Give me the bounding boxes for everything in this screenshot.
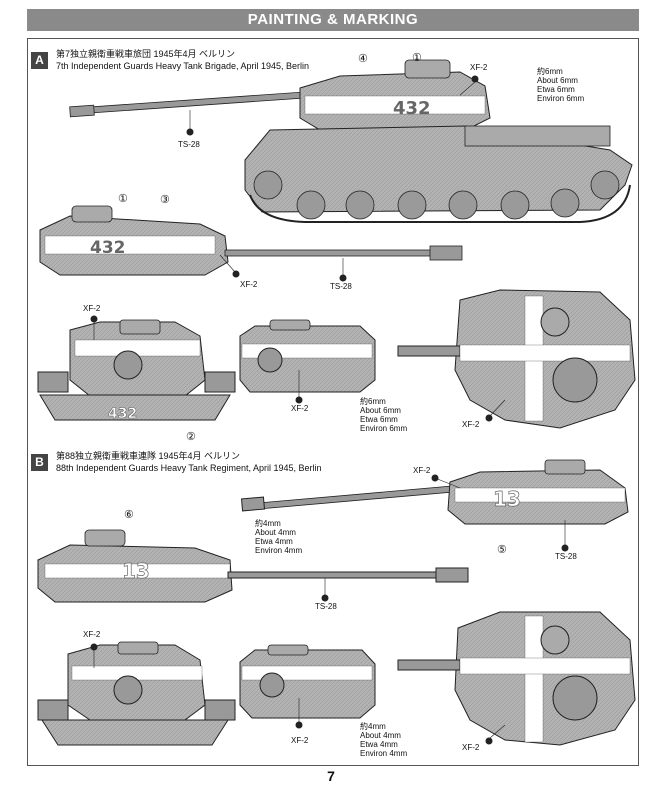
dimension-etwa: Etwa 4mm bbox=[255, 537, 293, 546]
callout-number: ① bbox=[412, 52, 422, 64]
paint-label-ts28: TS-28 bbox=[330, 282, 352, 291]
tank-a-top-view bbox=[397, 289, 636, 429]
section-a-caption-jp: 第7独立親衛重戦車旅団 1945年4月 ベルリン bbox=[56, 49, 236, 59]
paint-label-xf2: XF-2 bbox=[240, 280, 258, 289]
page-header: PAINTING & MARKING bbox=[27, 9, 639, 31]
tank-a-front-view bbox=[37, 319, 236, 421]
dimension-environ: Environ 4mm bbox=[255, 546, 303, 555]
tank-a-number-side: 432 bbox=[393, 98, 431, 119]
tank-a-number-left: 432 bbox=[90, 238, 126, 258]
callout-number: ③ bbox=[160, 194, 170, 206]
dimension-about: About 4mm bbox=[255, 528, 296, 537]
callout-number: ④ bbox=[358, 53, 368, 65]
dimension-about: About 4mm bbox=[360, 731, 401, 740]
dimension-note-b-top: 約4mm About 4mm Etwa 4mm Environ 4mm bbox=[360, 722, 407, 758]
tank-a-rear-view bbox=[239, 319, 376, 393]
dimension-etwa: Etwa 4mm bbox=[360, 740, 398, 749]
dimension-note-b-side: 約4mm About 4mm Etwa 4mm Environ 4mm bbox=[255, 519, 302, 555]
dimension-environ: Environ 6mm bbox=[360, 424, 408, 433]
section-b-badge: B bbox=[31, 454, 48, 471]
paint-label-xf2: XF-2 bbox=[291, 736, 309, 745]
dimension-note-a-top: 約6mm About 6mm Etwa 6mm Environ 6mm bbox=[360, 397, 407, 433]
tank-b-number-right: 13 bbox=[493, 487, 521, 511]
dimension-about: About 6mm bbox=[537, 76, 578, 85]
section-b-caption-en: 88th Independent Guards Heavy Tank Regim… bbox=[56, 463, 322, 473]
dimension-jp: 約4mm bbox=[360, 722, 386, 731]
dimension-etwa: Etwa 6mm bbox=[360, 415, 398, 424]
tank-b-rear-view bbox=[239, 644, 376, 719]
tank-a-left-view bbox=[39, 205, 463, 276]
section-a-badge: A bbox=[31, 52, 48, 69]
paint-label-xf2: XF-2 bbox=[83, 630, 101, 639]
tank-a-side-view bbox=[69, 59, 633, 223]
callout-number: ⑤ bbox=[497, 544, 507, 556]
callout-number: ② bbox=[186, 431, 196, 443]
section-b-caption-jp: 第88独立親衛重戦車連隊 1945年4月 ベルリン bbox=[56, 451, 241, 461]
tank-a-number-front: 432 bbox=[108, 406, 137, 422]
paint-label-ts28: TS-28 bbox=[178, 140, 200, 149]
page-number: 7 bbox=[327, 768, 335, 784]
tank-b-left-view bbox=[37, 529, 469, 603]
dimension-jp: 約6mm bbox=[537, 67, 563, 76]
paint-label-xf2: XF-2 bbox=[83, 304, 101, 313]
paint-label-ts28: TS-28 bbox=[555, 552, 577, 561]
dimension-environ: Environ 4mm bbox=[360, 749, 408, 758]
instructions-frame bbox=[27, 38, 639, 766]
dimension-jp: 約4mm bbox=[255, 519, 281, 528]
tank-b-top-view bbox=[397, 611, 636, 746]
tank-b-front-view bbox=[37, 641, 236, 746]
tank-b-right-view bbox=[240, 459, 629, 525]
paint-label-xf2: XF-2 bbox=[462, 420, 480, 429]
tank-b-number-left: 13 bbox=[122, 559, 150, 583]
callout-number: ① bbox=[118, 193, 128, 205]
paint-label-xf2: XF-2 bbox=[291, 404, 309, 413]
paint-label-xf2: XF-2 bbox=[470, 63, 488, 72]
paint-label-xf2: XF-2 bbox=[413, 466, 431, 475]
dimension-etwa: Etwa 6mm bbox=[537, 85, 575, 94]
dimension-environ: Environ 6mm bbox=[537, 94, 585, 103]
dimension-about: About 6mm bbox=[360, 406, 401, 415]
section-a-caption-en: 7th Independent Guards Heavy Tank Brigad… bbox=[56, 61, 309, 71]
dimension-note-a-side: 約6mm About 6mm Etwa 6mm Environ 6mm bbox=[537, 67, 584, 103]
dimension-jp: 約6mm bbox=[360, 397, 386, 406]
paint-label-ts28: TS-28 bbox=[315, 602, 337, 611]
callout-number: ⑥ bbox=[124, 509, 134, 521]
paint-label-xf2: XF-2 bbox=[462, 743, 480, 752]
